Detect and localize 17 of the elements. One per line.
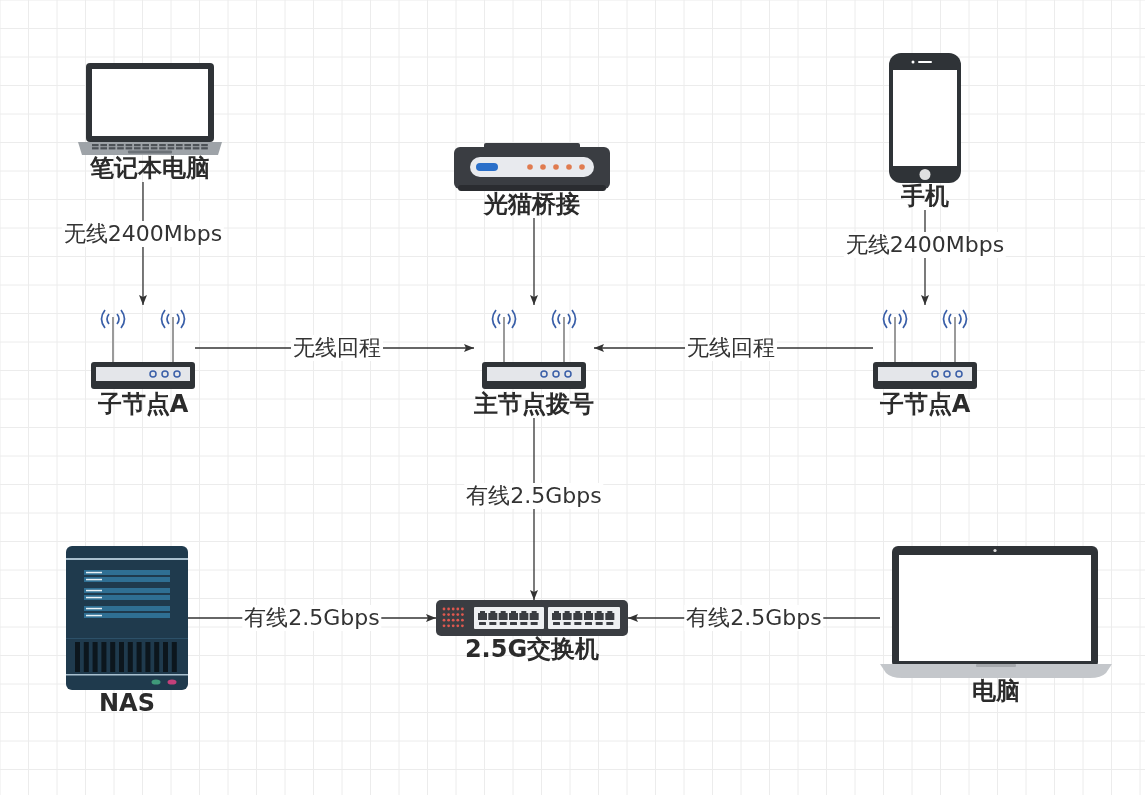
device-label: 子节点A (879, 390, 971, 418)
edge-label: 有线2.5Gbps (464, 483, 604, 510)
device-label: 手机 (901, 182, 949, 210)
device-label: 笔记本电脑 (90, 154, 210, 182)
edge-label: 有线2.5Gbps (684, 605, 824, 631)
device-label: 2.5G交换机 (464, 635, 600, 663)
device-label: NAS (99, 689, 155, 717)
device-label: 光猫桥接 (484, 190, 580, 218)
edge-label: 有线2.5Gbps (242, 605, 382, 631)
edge-label: 无线2400Mbps (843, 232, 1007, 259)
edge-label: 无线回程 (291, 335, 384, 361)
device-label: 主节点拨号 (474, 390, 594, 418)
device-label: 子节点A (97, 390, 189, 418)
edge-label: 无线2400Mbps (61, 220, 225, 247)
device-label: 电脑 (972, 677, 1020, 705)
arrow (530, 217, 538, 306)
edge-label: 无线回程 (684, 335, 777, 361)
